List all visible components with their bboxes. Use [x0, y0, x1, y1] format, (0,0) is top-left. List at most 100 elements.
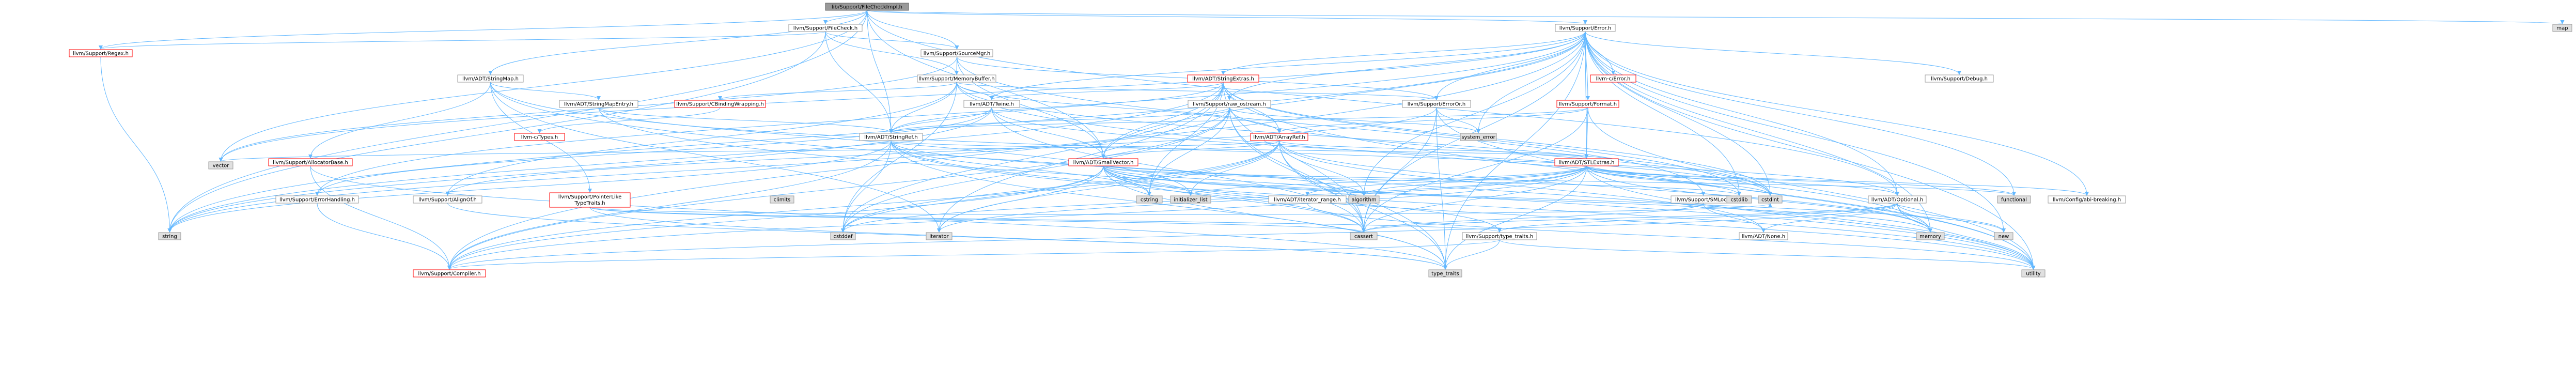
edge-smloc-to-cassert — [1362, 203, 1704, 233]
node-errorc[interactable]: llvm-c/Error.h — [1590, 74, 1636, 83]
node-systemerror: system_error — [1460, 133, 1497, 141]
edge-smallvector-to-utility — [1103, 165, 2036, 270]
node-box — [859, 133, 923, 141]
edge-error-to-rawostream — [1227, 31, 1586, 100]
edge-stlextras-to-cstddef — [841, 165, 1587, 233]
node-root[interactable]: lib/Support/FileCheckImpl.h — [825, 3, 909, 11]
node-alignof[interactable]: llvm/Support/AlignOf.h — [413, 195, 482, 204]
edge-smallvector-to-initlist — [1103, 165, 1193, 196]
node-label: cstring — [1141, 197, 1158, 203]
node-label: llvm/Support/CBindingWrapping.h — [676, 102, 764, 107]
node-memorybuffer[interactable]: llvm/Support/MemoryBuffer.h — [917, 74, 996, 83]
node-allocatorbase[interactable]: llvm/Support/AllocatorBase.h — [268, 158, 353, 166]
node-debug[interactable]: llvm/Support/Debug.h — [1925, 74, 1994, 83]
edge-format-to-arrayref — [1277, 107, 1588, 133]
node-typetraitsllvm[interactable]: llvm/Support/type_traits.h — [1462, 232, 1537, 240]
edges-layer — [99, 10, 2564, 270]
node-stlextras[interactable]: llvm/ADT/STLExtras.h — [1554, 158, 1619, 166]
node-label: llvm/Support/Regex.h — [73, 51, 129, 57]
edge-root-to-optional — [867, 10, 1899, 196]
edge-stringref-to-cassert — [891, 140, 1366, 233]
edge-root-to-string — [167, 10, 867, 233]
node-label: functional — [2001, 197, 2027, 203]
edge-stringmap-to-initlist — [490, 82, 1193, 196]
node-label: llvm/ADT/SmallVector.h — [1073, 160, 1134, 166]
node-label: llvm/ADT/StringRef.h — [864, 135, 917, 141]
node-label: algorithm — [1351, 197, 1376, 203]
edge-stringmap-to-stringmapentry — [490, 82, 601, 100]
node-cstdlib: cstdlib — [1726, 195, 1752, 204]
edge-format-to-cassert — [1362, 107, 1588, 233]
node-cstddef: cstddef — [830, 232, 856, 240]
node-box — [1726, 195, 1752, 204]
node-none[interactable]: llvm/ADT/None.h — [1739, 232, 1788, 240]
node-filecheck[interactable]: llvm/Support/FileCheck.h — [788, 24, 863, 32]
edge-error-to-memory — [1585, 31, 1932, 233]
edge-stlextras-to-iterrange — [1305, 165, 1587, 196]
node-regex[interactable]: llvm/Support/Regex.h — [69, 49, 133, 57]
node-optional[interactable]: llvm/ADT/Optional.h — [1868, 195, 1927, 204]
edge-stlextras-to-cstdlib — [1586, 165, 1741, 196]
edge-error-to-errorhandling — [315, 31, 1586, 196]
edge-regex-to-string — [100, 56, 172, 233]
node-label: new — [1999, 234, 2009, 240]
node-errorhandling[interactable]: llvm/Support/ErrorHandling.h — [275, 195, 359, 204]
node-sourcemgr[interactable]: llvm/Support/SourceMgr.h — [920, 49, 993, 57]
node-compiler[interactable]: llvm/Support/Compiler.h — [413, 269, 486, 278]
node-smloc[interactable]: llvm/Support/SMLoc.h — [1671, 195, 1736, 204]
node-label: llvm/Support/AlignOf.h — [418, 197, 477, 203]
node-configabi[interactable]: llvm/Config/abi-breaking.h — [2048, 195, 2126, 204]
edge-smallvector-to-cstdlib — [1103, 165, 1741, 196]
node-arrayref[interactable]: llvm/ADT/ArrayRef.h — [1250, 133, 1308, 141]
node-stringmap[interactable]: llvm/ADT/StringMap.h — [457, 74, 524, 83]
node-cstdint: cstdint — [1758, 195, 1783, 204]
edge-stlextras-to-cassert — [1362, 165, 1587, 233]
edge-stlextras-to-functional — [1586, 165, 2016, 196]
edge-memorybuffer-to-cbinding — [718, 82, 957, 100]
edge-optional-to-memory — [1897, 203, 1932, 233]
edge-arrayref-to-cstddef — [841, 140, 1279, 233]
edge-stringref-to-algorithm — [891, 140, 1366, 196]
edge-filecheck-to-string — [167, 31, 826, 233]
node-rawostream[interactable]: llvm/Support/raw_ostream.h — [1188, 100, 1271, 108]
node-vector: vector — [208, 161, 233, 170]
node-label: llvm/ADT/ArrayRef.h — [1253, 135, 1305, 141]
edge-optional-to-none — [1761, 203, 1898, 233]
node-box — [926, 232, 953, 240]
edge-typetraitsllvm-to-typetraits — [1443, 239, 1500, 270]
node-twine[interactable]: llvm/ADT/Twine.h — [963, 100, 1020, 108]
edge-filecheck-to-regex — [99, 31, 826, 50]
edge-arrayref-to-initlist — [1189, 140, 1279, 196]
node-cbinding[interactable]: llvm/Support/CBindingWrapping.h — [674, 100, 766, 108]
node-memory: memory — [1916, 232, 1945, 240]
node-initlist: initializer_list — [1170, 195, 1211, 204]
edge-error-to-cstdint — [1585, 31, 1772, 196]
edge-rawostream-to-cassert — [1229, 107, 1366, 233]
node-erroror[interactable]: llvm/Support/ErrorOr.h — [1402, 100, 1471, 108]
edge-rawostream-to-string — [167, 107, 1230, 233]
node-climits: climits — [770, 195, 794, 204]
edge-error-to-configabi — [1585, 31, 2089, 196]
edge-errorhandling-to-compiler — [317, 203, 451, 270]
node-label: llvm/ADT/StringExtras.h — [1192, 76, 1254, 82]
node-label: llvm/Support/ErrorOr.h — [1408, 102, 1465, 107]
node-smallvector[interactable]: llvm/ADT/SmallVector.h — [1068, 158, 1138, 166]
edge-iterrange-to-utility — [1307, 203, 2036, 270]
node-stringextras[interactable]: llvm/ADT/StringExtras.h — [1187, 74, 1259, 83]
edge-error-to-twine — [990, 31, 1586, 100]
node-label: utility — [2026, 271, 2041, 277]
node-new: new — [1994, 232, 2013, 240]
node-error[interactable]: llvm/Support/Error.h — [1555, 24, 1616, 32]
node-stringmapentry[interactable]: llvm/ADT/StringMapEntry.h — [559, 100, 638, 108]
node-iterrange[interactable]: llvm/ADT/iterator_range.h — [1268, 195, 1347, 204]
node-string: string — [158, 232, 181, 240]
node-ctypes[interactable]: llvm-c/Types.h — [514, 133, 565, 141]
node-stringref[interactable]: llvm/ADT/StringRef.h — [859, 133, 923, 141]
node-label: system_error — [1461, 135, 1495, 141]
edge-pointerlike-to-typetraitsllvm — [589, 207, 1502, 233]
node-algorithm: algorithm — [1348, 195, 1380, 204]
node-format[interactable]: llvm/Support/Format.h — [1556, 100, 1619, 108]
edge-format-to-stlextras — [1584, 107, 1589, 159]
